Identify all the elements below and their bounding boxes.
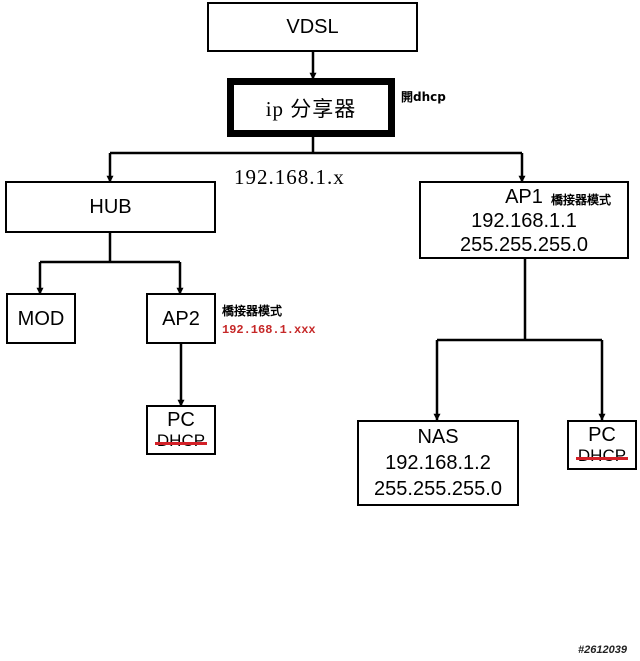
pc-right-label: PC xyxy=(588,424,616,446)
pc-right-dhcp: DHCP xyxy=(577,446,627,465)
pc-left-box: PC DHCP xyxy=(146,405,216,455)
pc-left-dhcp-struck: DHCP xyxy=(154,431,208,451)
router-label: ip 分享器 xyxy=(265,96,357,121)
subnet-label: 192.168.1.x xyxy=(234,165,345,189)
ap2-label: AP2 xyxy=(162,307,200,330)
ap1-box: AP1 192.168.1.1 255.255.255.0 xyxy=(419,181,629,259)
mod-label: MOD xyxy=(17,307,65,330)
nas-label: NAS xyxy=(417,426,459,448)
pc-left-dhcp: DHCP xyxy=(156,431,206,450)
pc-right-dhcp-struck: DHCP xyxy=(575,446,629,466)
ap2-mode-note: 橋接器模式 xyxy=(222,304,283,318)
hub-box: HUB xyxy=(5,181,216,233)
router-dhcp-note: 開dhcp xyxy=(401,90,446,104)
router-box: ip 分享器 xyxy=(227,78,395,137)
ap1-ip: 192.168.1.1 xyxy=(471,210,577,232)
ap1-mask: 255.255.255.0 xyxy=(460,234,588,256)
nas-box: NAS 192.168.1.2 255.255.255.0 xyxy=(357,420,519,506)
ap2-box: AP2 xyxy=(146,293,216,344)
ap1-mode-note: 橋接器模式 xyxy=(551,193,612,207)
nas-ip: 192.168.1.2 xyxy=(385,452,491,474)
ap1-label: AP1 xyxy=(505,186,543,208)
vdsl-label: VDSL xyxy=(286,16,339,38)
ap2-ip-note: 192.168.1.xxx xyxy=(222,323,316,337)
vdsl-box: VDSL xyxy=(207,2,418,52)
watermark-id: #2612039 xyxy=(578,644,627,656)
pc-left-label: PC xyxy=(167,409,195,431)
nas-mask: 255.255.255.0 xyxy=(374,478,502,500)
mod-box: MOD xyxy=(6,293,76,344)
pc-right-box: PC DHCP xyxy=(567,420,637,470)
hub-label: HUB xyxy=(89,196,132,218)
